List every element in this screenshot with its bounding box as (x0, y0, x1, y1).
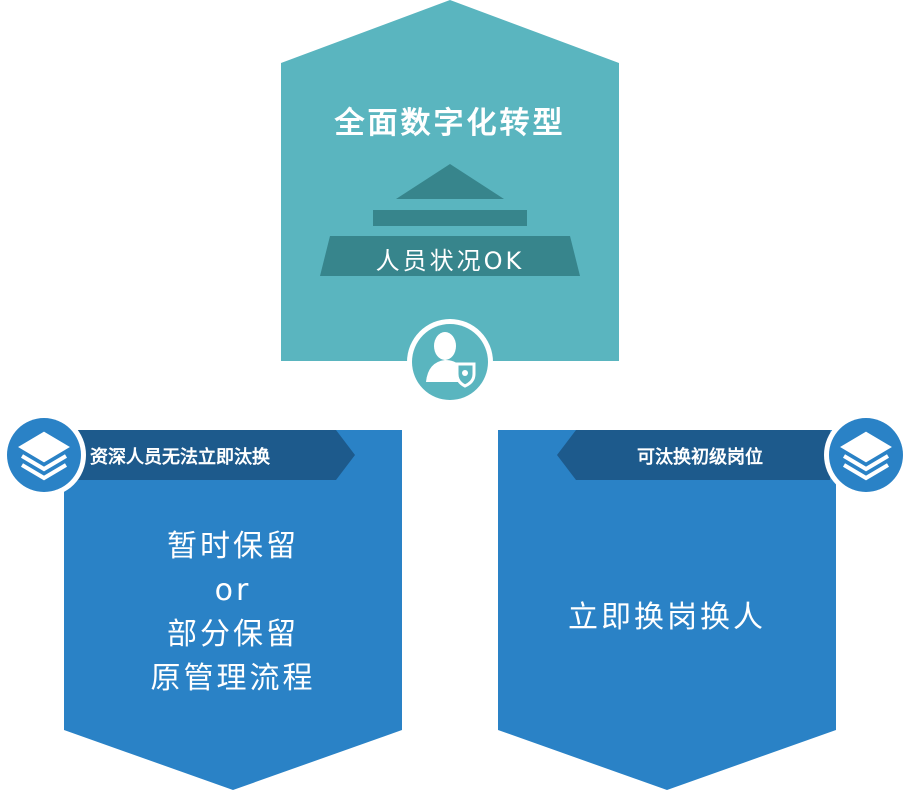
right-panel (498, 430, 836, 790)
right-banner-label: 可汰换初级岗位 (637, 447, 763, 468)
layers-icon (18, 431, 70, 481)
pyramid-top (396, 164, 504, 199)
left-body: 暂时保留 or 部分保留 原管理流程 (64, 525, 402, 701)
layers-icon (840, 431, 892, 481)
pyramid-middle (373, 210, 527, 226)
left-panel (64, 430, 402, 790)
pyramid-label: 人员状况OK (375, 247, 525, 275)
right-body: 立即换岗换人 (568, 600, 766, 635)
left-line: or (214, 573, 252, 608)
top-title: 全面数字化转型 (334, 106, 566, 141)
pyramid-base (320, 236, 580, 276)
left-line: 部分保留 (167, 617, 299, 652)
user-shield-icon (426, 332, 476, 388)
left-banner (78, 430, 355, 480)
left-line: 原管理流程 (150, 661, 316, 696)
right-banner (557, 430, 830, 480)
left-line: 暂时保留 (167, 529, 299, 564)
left-banner-label: 资深人员无法立即汰换 (90, 447, 270, 468)
